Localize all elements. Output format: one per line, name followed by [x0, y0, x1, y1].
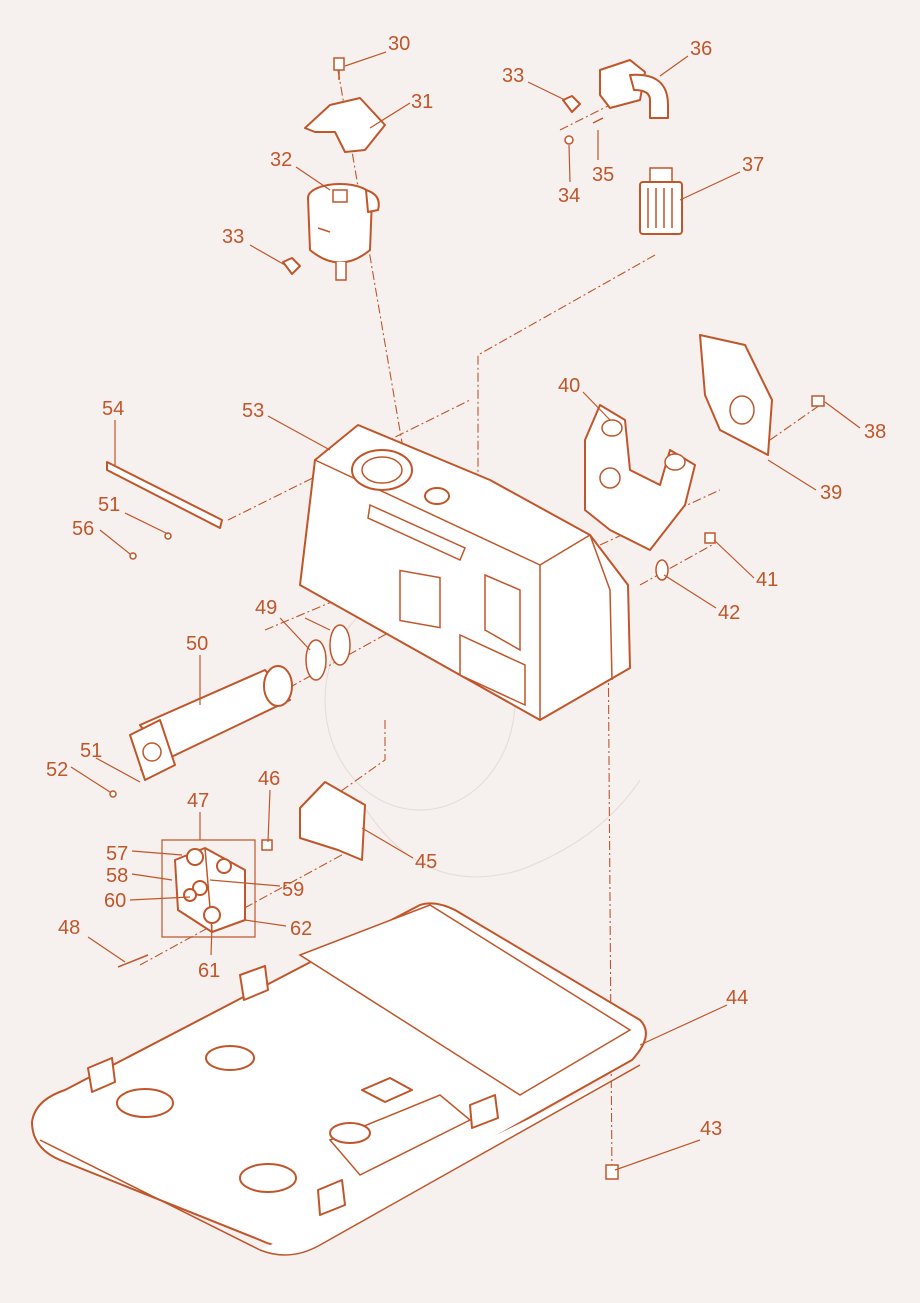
callout-33-left: 33	[222, 226, 244, 248]
base-plate-part-44	[31, 902, 647, 1256]
filter-housing-part-32	[307, 183, 380, 281]
callout-51-top: 51	[98, 494, 120, 516]
tube-part-50	[129, 665, 293, 781]
bolt-part-43	[605, 1164, 619, 1180]
callout-47: 47	[187, 790, 209, 812]
callout-42: 42	[718, 602, 740, 624]
bolt-part-38	[811, 395, 825, 407]
bracket-part-31	[304, 97, 386, 153]
seal-part-49	[305, 624, 351, 681]
callout-54: 54	[102, 398, 124, 420]
callout-37: 37	[742, 154, 764, 176]
callout-43: 43	[700, 1118, 722, 1140]
callout-48: 48	[58, 917, 80, 939]
plate-part-39	[699, 334, 773, 456]
bolt-part-30	[333, 57, 345, 80]
callout-59: 59	[282, 879, 304, 901]
valve-block-part-47	[161, 839, 256, 938]
callout-labels: 30 31 32 33 33 34 35 36 37 38 39 40 41 4…	[46, 33, 886, 1140]
callout-33-right: 33	[502, 65, 524, 87]
callout-62: 62	[290, 918, 312, 940]
callout-57: 57	[106, 843, 128, 865]
bolt-part-46	[261, 839, 273, 851]
callout-39: 39	[820, 482, 842, 504]
screw-part-34	[564, 135, 574, 145]
callout-30: 30	[388, 33, 410, 55]
callout-46: 46	[258, 768, 280, 790]
callout-40: 40	[558, 375, 580, 397]
fastener-part-41	[704, 532, 716, 544]
callout-44: 44	[726, 987, 748, 1009]
screw-part-56	[129, 552, 137, 560]
elbow-part-36	[599, 59, 669, 119]
callout-61: 61	[198, 960, 220, 982]
callout-38: 38	[864, 421, 886, 443]
bar-part-54	[106, 461, 223, 529]
plate-part-45	[299, 781, 366, 861]
callout-58: 58	[106, 865, 128, 887]
callout-49: 49	[255, 597, 277, 619]
screw-part-52	[109, 790, 117, 798]
callout-52: 52	[46, 759, 68, 781]
callout-34: 34	[558, 185, 580, 207]
callout-35: 35	[592, 164, 614, 186]
callout-32: 32	[270, 149, 292, 171]
fitting-part-33-left	[282, 257, 301, 275]
pin-part-35	[592, 117, 604, 124]
fitting-part-33-right	[562, 95, 581, 113]
housing-part-53	[299, 424, 631, 721]
callout-50: 50	[186, 633, 208, 655]
bolt-part-48	[117, 954, 149, 968]
callout-31: 31	[411, 91, 433, 113]
callout-53: 53	[242, 400, 264, 422]
callout-60: 60	[104, 890, 126, 912]
screw-part-51-top	[164, 532, 172, 540]
callout-41: 41	[756, 569, 778, 591]
callout-45: 45	[415, 851, 437, 873]
callout-56: 56	[72, 518, 94, 540]
callout-51-bottom: 51	[80, 740, 102, 762]
strainer-part-37	[639, 167, 683, 235]
leader-lines	[70, 51, 861, 1171]
bracket-part-40	[584, 404, 696, 551]
callout-36: 36	[690, 38, 712, 60]
